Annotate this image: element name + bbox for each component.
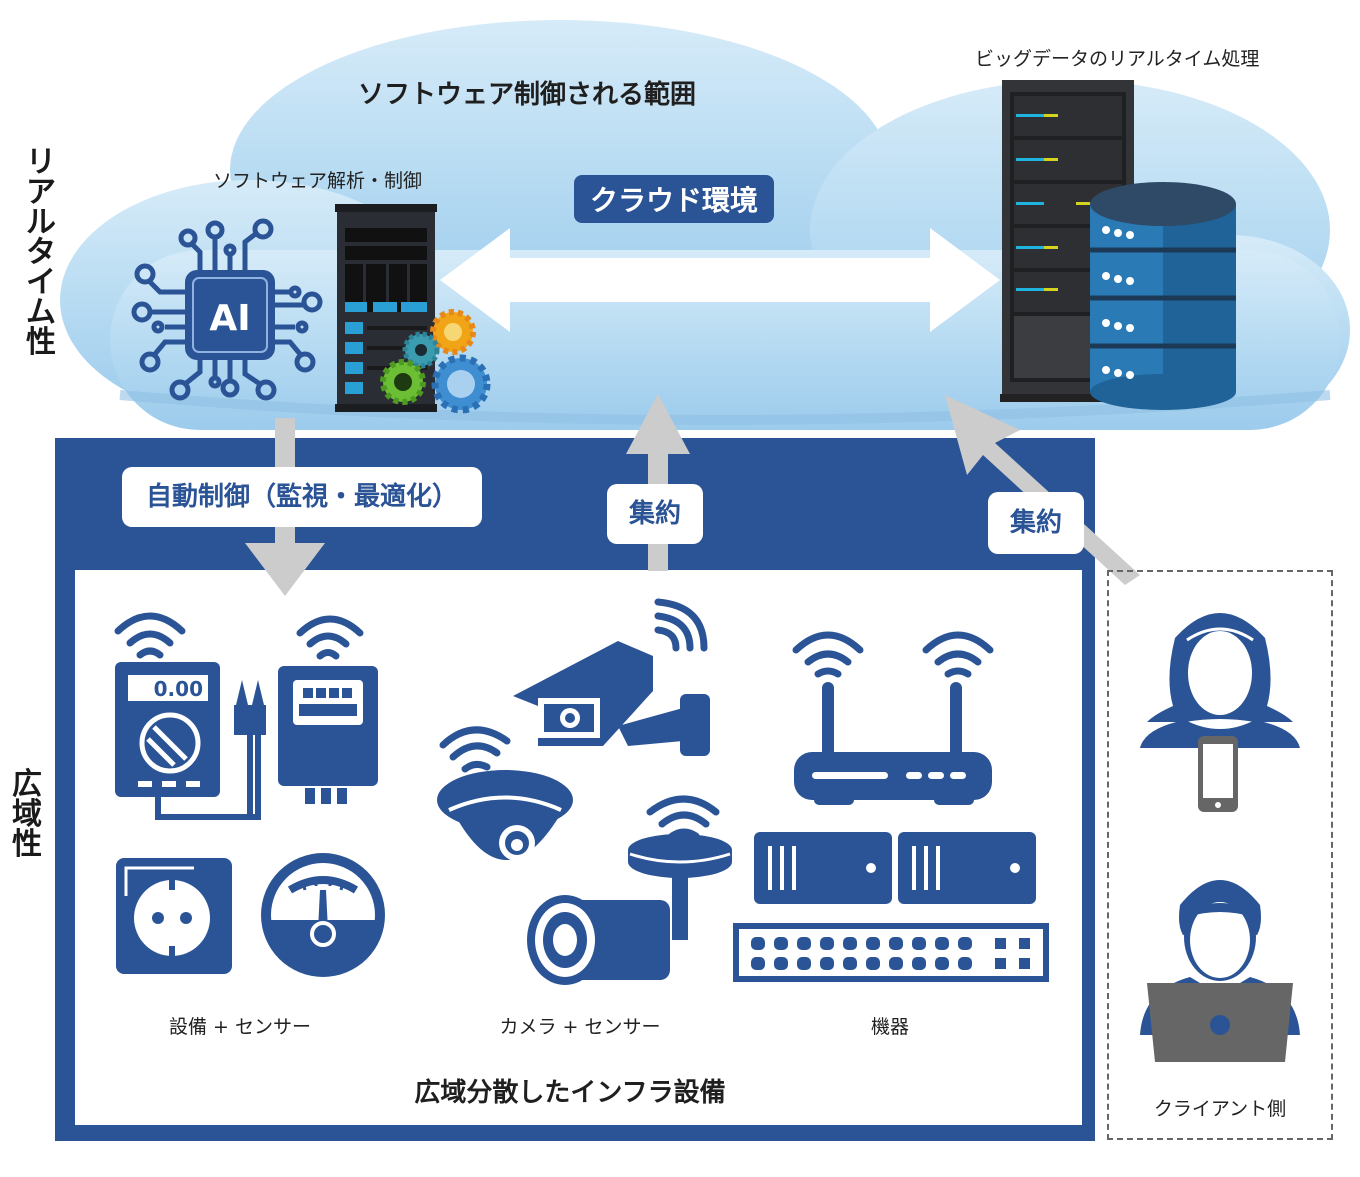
- bigdata-server-database-icon: [1000, 80, 1236, 410]
- char: 域: [12, 797, 42, 832]
- switch-port: [935, 937, 949, 950]
- switch-status-led: [1019, 938, 1030, 949]
- power-outlet-icon: [116, 858, 232, 974]
- aggregate-label-center: 集約: [607, 484, 703, 544]
- wifi-router-icon: [792, 631, 994, 805]
- network-switch-icon: [733, 923, 1049, 982]
- category-label-devices: 機器: [870, 1016, 909, 1038]
- cloud-title: ソフトウェア制御される範囲: [358, 80, 697, 110]
- dome-camera-icon: [437, 726, 573, 861]
- switch-status-led: [1019, 958, 1030, 969]
- gear-orange-icon: [430, 309, 476, 355]
- char: イ: [26, 265, 56, 300]
- switch-port: [866, 957, 880, 970]
- infrastructure-title: 広域分散したインフラ設備: [414, 1078, 726, 1108]
- switch-port: [751, 937, 765, 950]
- char: ア: [26, 175, 56, 210]
- wifi-icon: [654, 598, 708, 652]
- aggregate-label-right: 集約: [988, 492, 1084, 554]
- switch-port: [889, 937, 903, 950]
- multimeter-display: 0.00: [154, 677, 203, 701]
- wifi-icon: [114, 612, 186, 659]
- wide-area-axis-label: 広 域 性: [10, 770, 44, 860]
- switch-port: [820, 957, 834, 970]
- gear-teal-icon: [402, 331, 440, 369]
- software-analysis-label: ソフトウェア解析・制御: [213, 170, 423, 192]
- man-with-laptop-icon: [1140, 880, 1300, 1062]
- char: 性: [26, 325, 56, 360]
- database-icon: [1090, 182, 1236, 410]
- switch-port: [797, 937, 811, 950]
- gear-blue-icon: [431, 354, 491, 414]
- security-camera-icon: [513, 598, 710, 756]
- switch-port: [797, 957, 811, 970]
- switch-port: [774, 957, 788, 970]
- switch-port: [912, 937, 926, 950]
- switch-port: [774, 937, 788, 950]
- gauge-meter-icon: [261, 853, 385, 977]
- cloud-environment-badge: クラウド環境: [574, 175, 775, 223]
- ai-chip-icon: AI: [131, 218, 323, 401]
- switch-port: [958, 957, 972, 970]
- switch-port: [751, 957, 765, 970]
- client-side-label: クライアント側: [1153, 1098, 1287, 1120]
- bullet-camera-icon: [527, 795, 732, 985]
- wifi-icon: [439, 726, 511, 773]
- switch-port: [935, 957, 949, 970]
- electric-meter-icon: [278, 615, 378, 804]
- switch-port: [866, 937, 880, 950]
- woman-with-smartphone-icon: [1140, 613, 1300, 812]
- client-side-box: [1107, 570, 1333, 1140]
- char: ル: [26, 205, 56, 240]
- aggregate-diagonal-arrow-icon: [945, 395, 1140, 585]
- auto-control-label: 自動制御（監視・最適化）: [122, 467, 482, 527]
- char: 性: [12, 827, 42, 862]
- server-with-gears-icon: [335, 204, 491, 414]
- switch-port: [820, 937, 834, 950]
- gear-green-icon: [380, 359, 426, 405]
- switch-status-led: [995, 958, 1006, 969]
- switch-port: [912, 957, 926, 970]
- multimeter-icon: 0.00: [114, 612, 266, 820]
- char: リ: [26, 145, 56, 180]
- wifi-icon: [296, 615, 364, 660]
- switch-port: [889, 957, 903, 970]
- bigdata-label: ビッグデータのリアルタイム処理: [975, 48, 1260, 70]
- server-units-icon: [754, 832, 1036, 904]
- switch-port: [843, 937, 857, 950]
- category-label-equipment: 設備 + センサー: [169, 1016, 311, 1038]
- char: タ: [26, 235, 56, 270]
- wifi-icon: [792, 631, 994, 678]
- ai-chip-text: AI: [209, 298, 250, 339]
- char: ム: [26, 295, 56, 330]
- realtime-axis-label: リ ア ル タ イ ム 性: [24, 148, 58, 358]
- bidirectional-arrow-icon: [440, 228, 1000, 332]
- switch-port: [843, 957, 857, 970]
- char: 広: [12, 767, 42, 802]
- category-label-camera: カメラ + センサー: [499, 1016, 661, 1038]
- switch-status-led: [995, 938, 1006, 949]
- switch-port: [958, 937, 972, 950]
- wifi-icon: [646, 795, 720, 840]
